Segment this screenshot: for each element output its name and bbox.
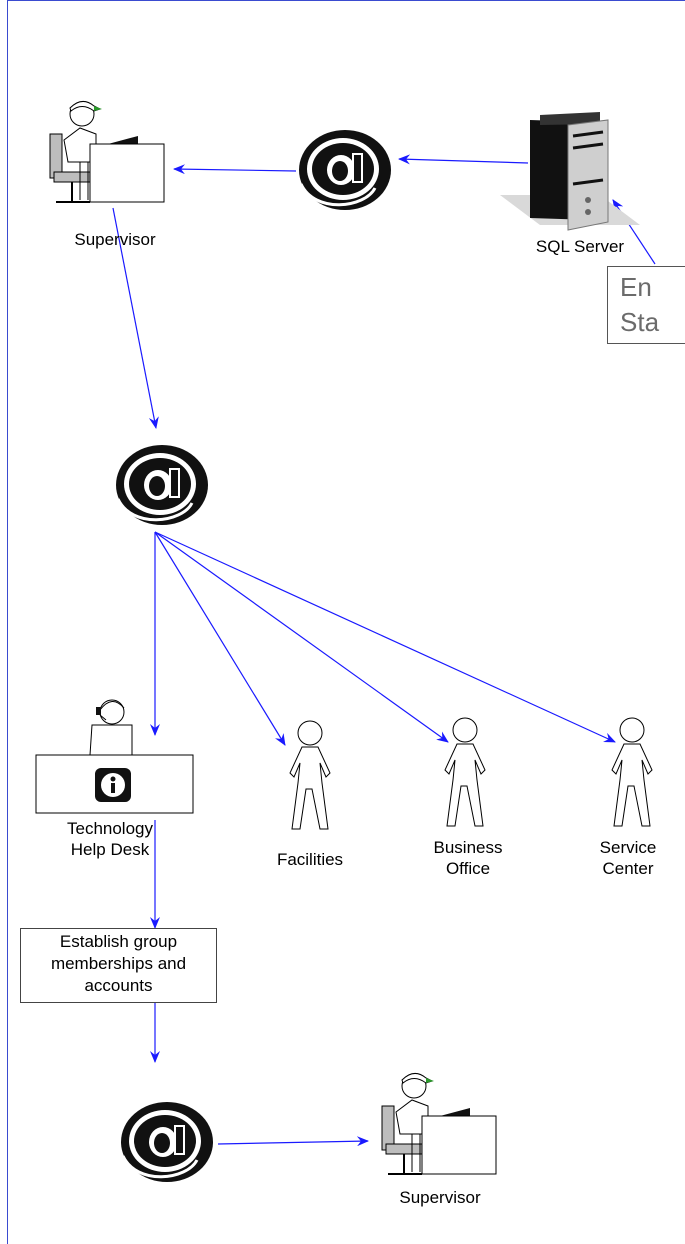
supervisor-top-label: Supervisor [74,230,156,249]
cut-off-box-text: En Sta [620,272,660,337]
business-office-label: Business Office [433,838,503,878]
email-icon [119,1100,215,1184]
facilities-label: Facilities [276,850,344,869]
arrow-email-to-service [154,531,616,743]
person-icon [611,717,653,827]
sql-server-label: SQL Server [535,237,625,256]
establish-box: Establish group memberships and accounts [20,928,217,1003]
supervisor-icon [381,1072,497,1175]
arrow-email-to-facilities [154,531,286,746]
person-icon [444,717,486,827]
establish-text: Establish group memberships and accounts [50,932,187,995]
diagram-frame [7,0,685,1244]
supervisor-bottom-label: Supervisor [399,1188,481,1207]
email-icon [114,443,210,527]
arrow-email-to-business [154,531,449,743]
arrows [112,154,656,1147]
arrow-email-to-supervisor-bottom [217,1136,369,1147]
cut-off-box: En Sta [607,266,685,344]
email-icon [297,128,393,212]
arrow-email-to-supervisor [173,164,297,175]
supervisor-icon [49,100,165,203]
arrow-supervisor-to-email [112,207,159,429]
person-icon [289,720,331,830]
info-icon [95,768,131,802]
service-center-label: Service Center [599,838,657,878]
arrow-server-to-email [398,154,529,165]
help-desk-label: Technology Help Desk [66,819,153,859]
server-icon [500,112,640,231]
